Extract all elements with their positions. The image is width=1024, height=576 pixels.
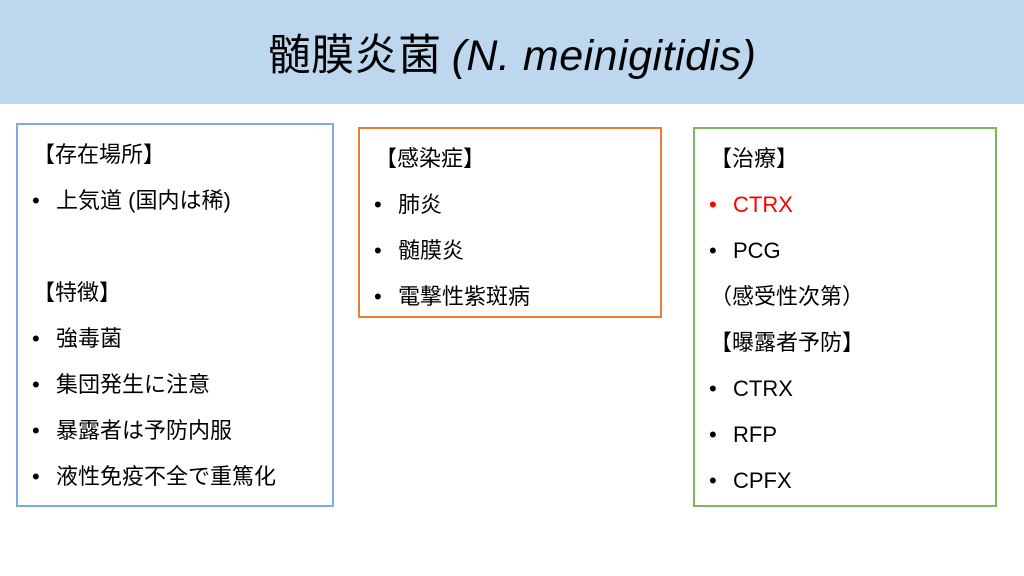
list-item: • 暴露者は予防内服 — [18, 408, 332, 454]
bullet-icon: • — [32, 418, 40, 443]
section-heading: 【曝露者予防】 — [710, 330, 865, 355]
list-item-label: 液性免疫不全で重篤化 — [56, 464, 277, 489]
list-item-label: 肺炎 — [398, 192, 443, 217]
list-item-label: 上気道 (国内は稀) — [56, 188, 231, 213]
section-heading: 【感染症】 — [375, 146, 486, 171]
bullet-icon: • — [709, 422, 717, 447]
bullet-icon: • — [374, 284, 382, 309]
list-item: • 髄膜炎 — [360, 228, 660, 274]
list-item-label: RFP — [733, 422, 777, 447]
list-item-label: 暴露者は予防内服 — [56, 418, 233, 443]
list-item-highlighted: • CTRX — [695, 182, 995, 228]
list-item: • 液性免疫不全で重篤化 — [18, 454, 332, 500]
bullet-icon: • — [374, 192, 382, 217]
section-heading: 【特徴】 — [33, 280, 122, 305]
list-item-label: 強毒菌 — [56, 326, 123, 351]
bullet-icon: • — [709, 376, 717, 401]
title-latin: (N. meinigitidis) — [451, 32, 757, 80]
list-item: • 肺炎 — [360, 182, 660, 228]
bullet-icon: • — [32, 372, 40, 397]
bullet-icon: • — [32, 326, 40, 351]
panel-location: 【存在場所】 • 上気道 (国内は稀) 【特徴】 • 強毒菌 • 集団発生に注意… — [16, 123, 334, 507]
bullet-icon: • — [32, 188, 40, 213]
list-item: • 上気道 (国内は稀) — [18, 178, 332, 224]
bullet-icon: • — [374, 238, 382, 263]
title-japanese: 髄膜炎菌 — [267, 32, 442, 80]
page-title: 髄膜炎菌(N. meinigitidis) — [268, 21, 757, 83]
section-heading: 【存在場所】 — [33, 142, 166, 167]
list-item-label: CPFX — [733, 468, 792, 493]
list-item: • RFP — [695, 412, 995, 458]
section-heading: 【治療】 — [710, 146, 799, 171]
list-item-label: PCG — [733, 238, 781, 263]
title-banner: 髄膜炎菌(N. meinigitidis) — [0, 0, 1024, 104]
panel-infections: 【感染症】 • 肺炎 • 髄膜炎 • 電撃性紫斑病 — [358, 127, 662, 318]
bullet-icon: • — [709, 192, 717, 217]
bullet-icon: • — [32, 464, 40, 489]
list-item: • 電撃性紫斑病 — [360, 274, 660, 320]
list-item-label: 集団発生に注意 — [56, 372, 211, 397]
bullet-icon: • — [709, 238, 717, 263]
list-item: • PCG — [695, 228, 995, 274]
list-item-label: 電撃性紫斑病 — [398, 284, 531, 309]
note-line: （感受性次第） — [710, 284, 865, 309]
list-item-label: CTRX — [733, 192, 793, 217]
panel-treatment: 【治療】 • CTRX • PCG （感受性次第） 【曝露者予防】 • CTRX… — [693, 127, 997, 507]
list-item: • 集団発生に注意 — [18, 362, 332, 408]
list-item-label: CTRX — [733, 376, 793, 401]
spacer — [18, 224, 332, 270]
list-item: • 強毒菌 — [18, 316, 332, 362]
list-item-label: 髄膜炎 — [398, 238, 465, 263]
bullet-icon: • — [709, 468, 717, 493]
list-item: • CPFX — [695, 458, 995, 504]
list-item: • CTRX — [695, 366, 995, 412]
